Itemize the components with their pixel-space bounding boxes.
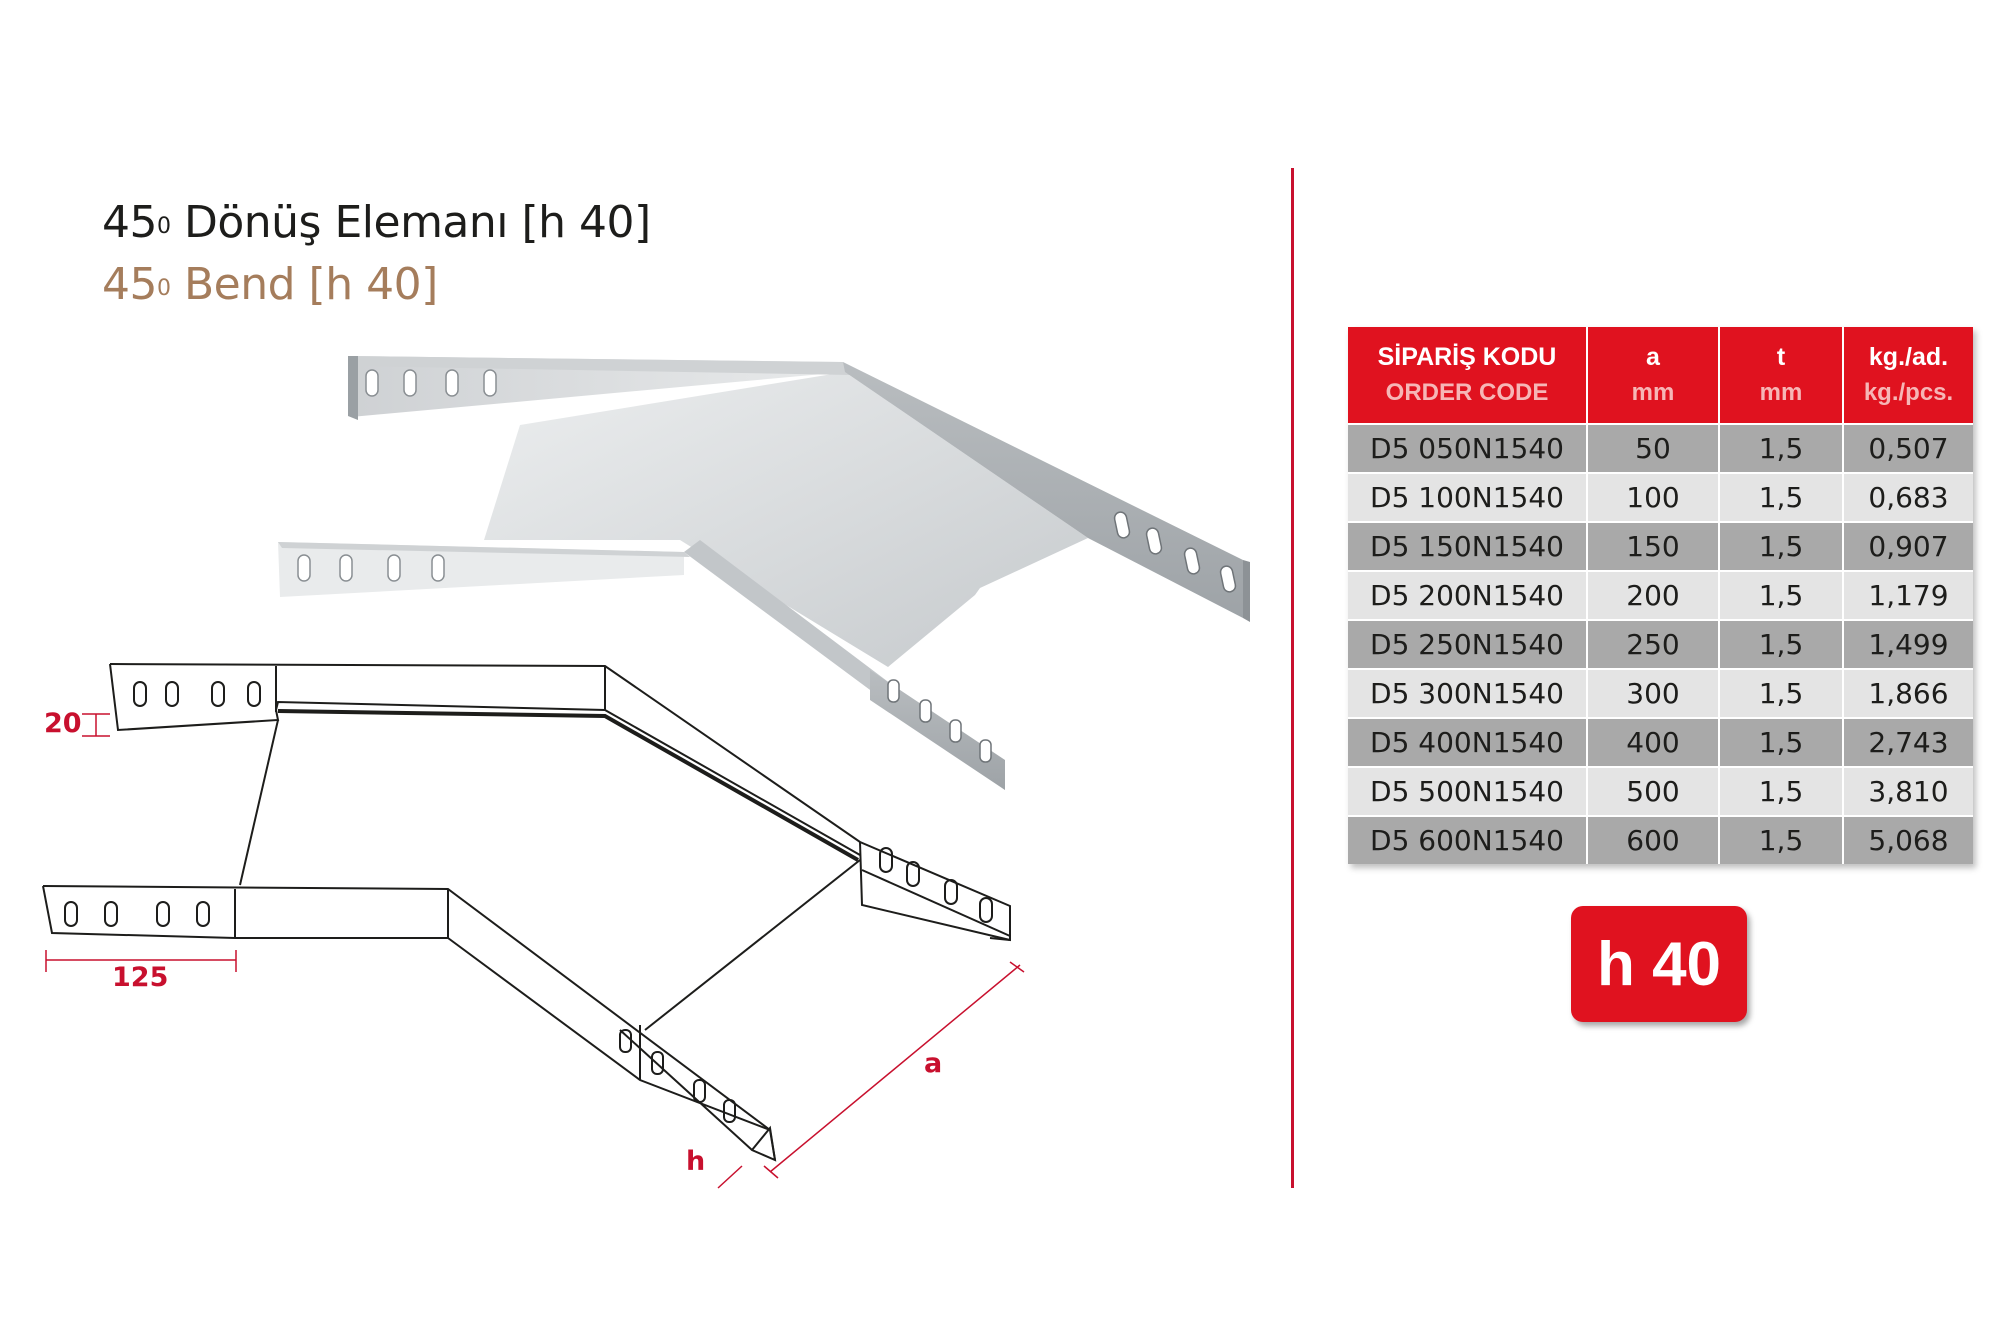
bend-product-image bbox=[278, 356, 1250, 790]
diagram-base-line bbox=[277, 709, 859, 862]
front-wall-straight bbox=[278, 542, 684, 597]
dimension-label-width-a: a bbox=[924, 1048, 943, 1079]
dimension-label-height-h: h bbox=[686, 1146, 706, 1177]
diagram-front-straight bbox=[42, 885, 771, 1131]
bend-base-plate bbox=[484, 372, 1088, 667]
height-badge: h 40 bbox=[1571, 906, 1747, 1022]
diagram-slots bbox=[64, 681, 993, 1123]
vertical-divider bbox=[1291, 168, 1294, 1188]
slots-back-angled bbox=[1113, 511, 1237, 593]
back-wall-angled bbox=[843, 362, 1243, 618]
title-en-degree-sup: 0 bbox=[157, 276, 171, 301]
dimension-lines bbox=[45, 713, 1025, 1189]
title-tr-degree-sup: 0 bbox=[157, 214, 171, 239]
title-turkish: 450 Dönüş Elemanı [h 40] bbox=[102, 192, 651, 254]
title-tr-degree: 45 bbox=[102, 197, 158, 248]
back-angled-lip bbox=[1243, 560, 1250, 622]
slots-front-straight bbox=[297, 554, 445, 582]
dimension-diagram bbox=[42, 663, 1025, 1189]
diagram-front-angled bbox=[447, 937, 777, 1162]
slots-front-angled bbox=[887, 679, 992, 763]
title-en-text: Bend [h 40] bbox=[170, 259, 438, 310]
dimension-label-slot-length: 125 bbox=[112, 962, 169, 993]
back-wall-end bbox=[348, 356, 358, 420]
title-block: 450 Dönüş Elemanı [h 40] 450 Bend [h 40] bbox=[102, 192, 651, 316]
title-tr-text: Dönüş Elemanı [h 40] bbox=[170, 197, 651, 248]
front-wall-top bbox=[278, 542, 690, 557]
title-english: 450 Bend [h 40] bbox=[102, 254, 651, 316]
header-weight: kg./ad.kg./pcs. bbox=[1843, 327, 1973, 424]
title-en-degree: 45 bbox=[102, 259, 158, 310]
back-flange-top bbox=[348, 356, 850, 375]
diagram-back-straight bbox=[109, 663, 1011, 942]
dimension-label-flange: 20 bbox=[44, 708, 82, 739]
slots-back-straight bbox=[365, 369, 497, 397]
front-wall-angled bbox=[870, 670, 1005, 790]
